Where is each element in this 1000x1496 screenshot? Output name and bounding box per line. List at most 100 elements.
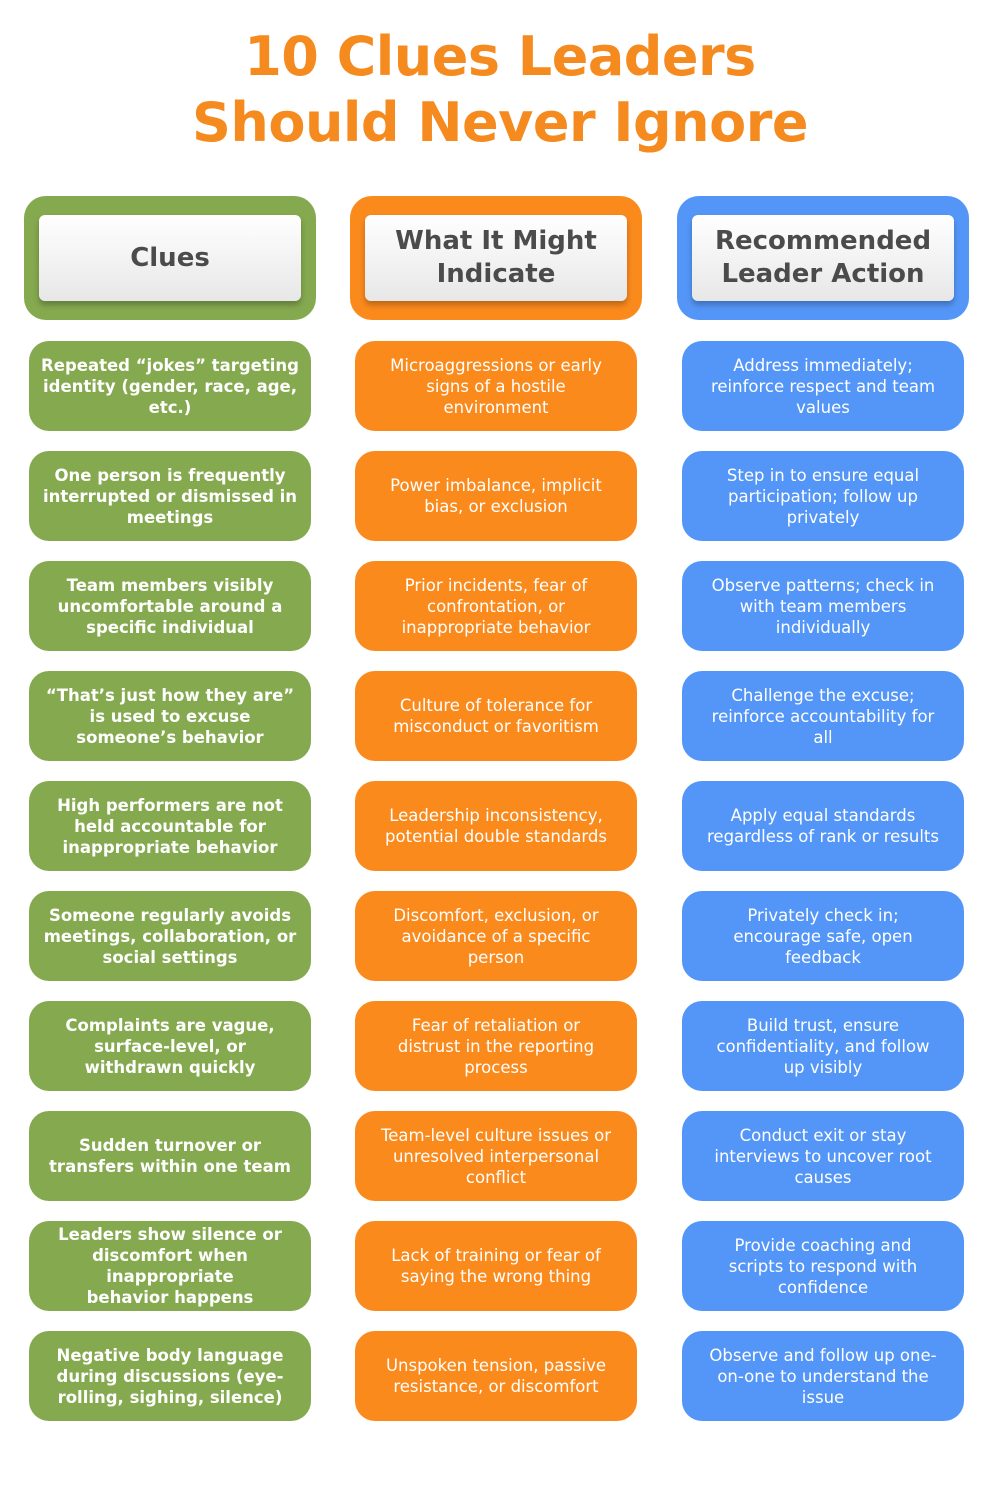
action-cell: Observe and follow up one-on-one to unde… [682,1331,964,1421]
action-cell-line: Conduct exit or stay [739,1125,907,1145]
action-cell-line: Address immediately; [733,355,913,375]
action-cell-line: Build trust, ensure [746,1015,900,1035]
indicates-cell-line: environment [443,397,549,417]
indicates-cell: Power imbalance, implicit bias, or exclus… [355,451,637,541]
indicates-cell-line: Lack of training or fear of [391,1246,601,1265]
clue-cell-line: surface-level, or [94,1036,246,1056]
clue-cell-line: Someone regularly avoids [48,905,292,925]
indicates-cell-line: bias, or exclusion [424,497,568,516]
indicates-cell-line: signs of a hostile [426,376,566,396]
indicates-cell-line: conflict [465,1167,527,1187]
indicates-cell-line: Team-level culture issues or [380,1125,611,1145]
indicates-cell-line: Prior incidents, fear of [404,575,588,595]
action-cell-line: encourage safe, open [733,926,913,946]
action-cell-line: privately [786,507,860,527]
header-action-label: Recommended Leader Action [692,215,954,301]
header-indicates: What It Might Indicate [350,196,642,320]
header-indicates-line: Indicate [436,259,556,289]
action-cell-line: up visibly [783,1057,863,1077]
action-cell-line: Step in to ensure equal [726,465,920,485]
indicates-cell-line: saying the wrong thing [400,1267,592,1286]
page-title: 10 Clues Leaders Should Never Ignore [0,24,1000,156]
clue-cell-line: meetings, collaboration, or [43,926,297,946]
action-cell-line: confidence [777,1277,869,1297]
action-cell: Apply equal standards regardless of rank … [682,781,964,871]
clue-cell-line: interrupted or dismissed in [42,486,298,506]
indicates-cell-line: Unspoken tension, passive [385,1356,607,1375]
indicates-cell-line: process [464,1057,528,1077]
header-action-line: Recommended [714,226,932,256]
action-cell: Challenge the excuse;reinforce accountab… [682,671,964,761]
clue-cell-line: specific individual [86,617,254,637]
clue-cell-line: during discussions (eye- [56,1366,284,1386]
action-cell: Address immediately;reinforce respect an… [682,341,964,431]
indicates-cell-line: Power imbalance, implicit [390,476,602,495]
indicates-cell: Unspoken tension, passive resistance, or … [355,1331,637,1421]
action-cell-line: Privately check in; [747,905,899,925]
title-line-1: 10 Clues Leaders [244,25,756,88]
clue-cell-line: Leaders show silence or [58,1225,282,1244]
clue-cell-line: inappropriate behavior [62,837,278,857]
clue-cell-line: is used to excuse [89,706,251,726]
clue-cell: “That’s just how they are”is used to exc… [29,671,311,761]
indicates-cell-line: Leadership inconsistency, [389,806,603,825]
indicates-cell-line: confrontation, or [427,596,565,616]
clue-cell: Leaders show silence or discomfort when i… [29,1221,311,1311]
action-cell-line: feedback [785,947,861,967]
clue-cell-line: Complaints are vague, [65,1015,275,1035]
clue-cell-line: Sudden turnover or [78,1136,262,1155]
clue-cell-line: social settings [102,947,238,967]
clue-cell-line: transfers within one team [49,1157,291,1176]
action-cell-line: reinforce respect and team [710,376,936,396]
action-cell-line: regardless of rank or results [707,827,939,846]
clue-cell-line: Repeated “jokes” targeting [41,355,299,375]
header-indicates-line: What It Might [395,226,597,256]
clue-cell-line: etc.) [148,397,192,417]
action-cell-line: issue [801,1387,845,1407]
clue-cell-line: uncomfortable around a [57,596,283,616]
title-line-2: Should Never Ignore [192,91,808,154]
clue-cell-line: rolling, sighing, silence) [57,1387,283,1407]
indicates-cell-line: Fear of retaliation or [411,1015,581,1035]
clue-cell-line: identity (gender, race, age, [42,376,297,396]
indicates-cell-line: potential double standards [385,827,607,846]
action-cell-line: all [813,727,833,747]
indicates-cell: Lack of training or fear of saying the wr… [355,1221,637,1311]
action-cell-line: Provide coaching and [734,1235,912,1255]
clue-cell-line: held accountable for [74,816,266,836]
header-clues-label: Clues [39,215,301,301]
header-indicates-label: What It Might Indicate [365,215,627,301]
indicates-cell-line: distrust in the reporting [397,1036,595,1056]
indicates-cell-line: resistance, or discomfort [393,1377,599,1396]
header-action: Recommended Leader Action [677,196,969,320]
indicates-cell-line: Discomfort, exclusion, or [393,905,599,925]
action-cell-line: Apply equal standards [730,806,916,825]
indicates-cell-line: misconduct or favoritism [393,717,599,736]
clue-cell-line: Negative body language [56,1345,284,1365]
action-cell-line: participation; follow up [728,486,918,506]
action-cell-line: Observe patterns; check in [711,575,935,595]
indicates-cell: Leadership inconsistency, potential doubl… [355,781,637,871]
action-cell-line: on-one to understand the [717,1366,929,1386]
clue-cell: Sudden turnover or transfers within one t… [29,1111,311,1201]
clue-cell-line: One person is frequently [54,465,286,485]
clue-cell-line: discomfort when inappropriate [92,1246,248,1286]
indicates-cell-line: Microaggressions or early [390,355,602,375]
indicates-cell-line: avoidance of a specific [401,926,591,946]
clue-cell-line: withdrawn quickly [84,1057,256,1077]
action-cell-line: interviews to uncover root [714,1146,932,1166]
action-cell-line: confidentiality, and follow [716,1036,930,1056]
